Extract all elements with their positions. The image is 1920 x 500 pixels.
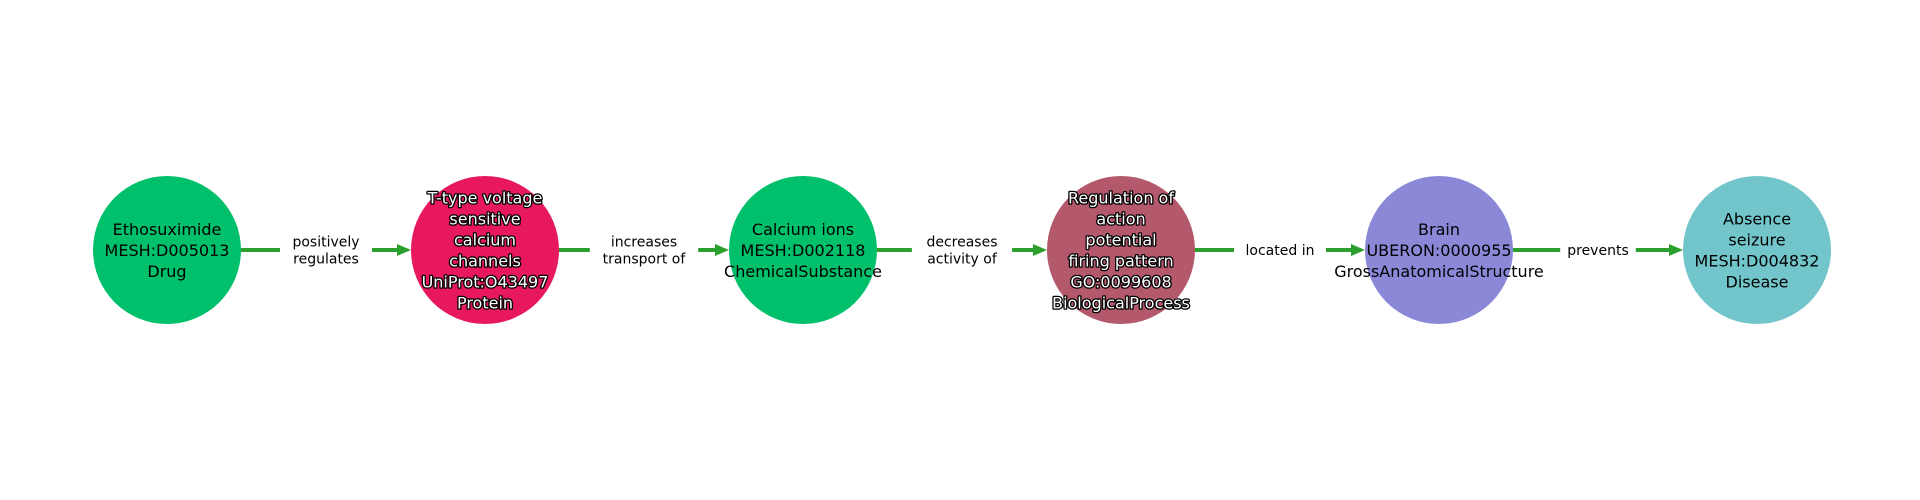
node-label-line: firing pattern <box>1068 252 1173 271</box>
node-label-line: calcium <box>454 231 516 250</box>
arrowhead-icon <box>715 244 729 256</box>
edge-label-line: increases <box>611 235 677 251</box>
node-label-line: T-type voltage <box>427 189 543 208</box>
node-circle[interactable] <box>1365 176 1513 324</box>
node-label-line: action <box>1096 210 1145 229</box>
node-label-line: sensitive <box>449 210 520 229</box>
node-label-line: Regulation of <box>1068 189 1174 208</box>
node-label-line: ChemicalSubstance <box>724 262 882 281</box>
edge-label-background <box>1560 238 1636 262</box>
node-label-line: MESH:D004832 <box>1695 252 1820 271</box>
edge-label-line: activity of <box>927 252 998 268</box>
node-label-line: Disease <box>1726 273 1789 292</box>
node-label: Regulation of action potential firing patte… <box>1052 189 1190 313</box>
arrowhead-icon <box>1351 244 1365 256</box>
node-label-line: Protein <box>457 294 513 313</box>
node-label-line: channels <box>449 252 521 271</box>
node-label-line: Drug <box>147 262 186 281</box>
arrowhead-icon <box>1669 244 1683 256</box>
edge: prevents <box>1513 238 1683 262</box>
node-label-line: Ethosuximide <box>113 220 222 239</box>
node-circle[interactable] <box>411 176 559 324</box>
edge-label-background <box>911 230 1013 270</box>
node-circle[interactable] <box>1047 176 1195 324</box>
node-label-line: MESH:D005013 <box>105 241 230 260</box>
edge-label-background <box>1234 238 1326 262</box>
edge-label: located in <box>1246 243 1315 259</box>
arrowhead-icon <box>1033 244 1047 256</box>
node-label-line: Calcium ions <box>752 220 854 239</box>
node-label-line: UniProt:O43497 <box>422 273 549 292</box>
node-circle[interactable] <box>1683 176 1831 324</box>
node-label-line: GrossAnatomicalStructure <box>1334 262 1544 281</box>
node-label-line: seizure <box>1728 231 1785 250</box>
edge-label-line: decreases <box>926 235 997 251</box>
edge-label-line: located in <box>1246 243 1315 259</box>
edge-label-line: prevents <box>1567 243 1629 259</box>
edge-label-line: positively <box>292 235 359 251</box>
node-label-line: BiologicalProcess <box>1052 294 1190 313</box>
edge: located in <box>1195 238 1365 262</box>
edge-label: prevents <box>1567 243 1629 259</box>
node-label-line: Absence <box>1723 210 1791 229</box>
node-circle[interactable] <box>729 176 877 324</box>
edge-label-line: regulates <box>293 252 359 268</box>
node-label-line: MESH:D002118 <box>741 241 866 260</box>
edge-label-background <box>589 230 699 270</box>
node-label-line: UBERON:0000955 <box>1366 241 1511 260</box>
edge-label-background <box>280 230 372 270</box>
node[interactable]: Regulation of action potential firing patte… <box>1047 176 1195 324</box>
arrowhead-icon <box>397 244 411 256</box>
edge-label-line: transport of <box>603 252 687 268</box>
node-circle[interactable] <box>93 176 241 324</box>
node-label-line: Brain <box>1418 220 1460 239</box>
node-label-line: potential <box>1085 231 1156 250</box>
node-label-line: GO:0099608 <box>1070 273 1171 292</box>
